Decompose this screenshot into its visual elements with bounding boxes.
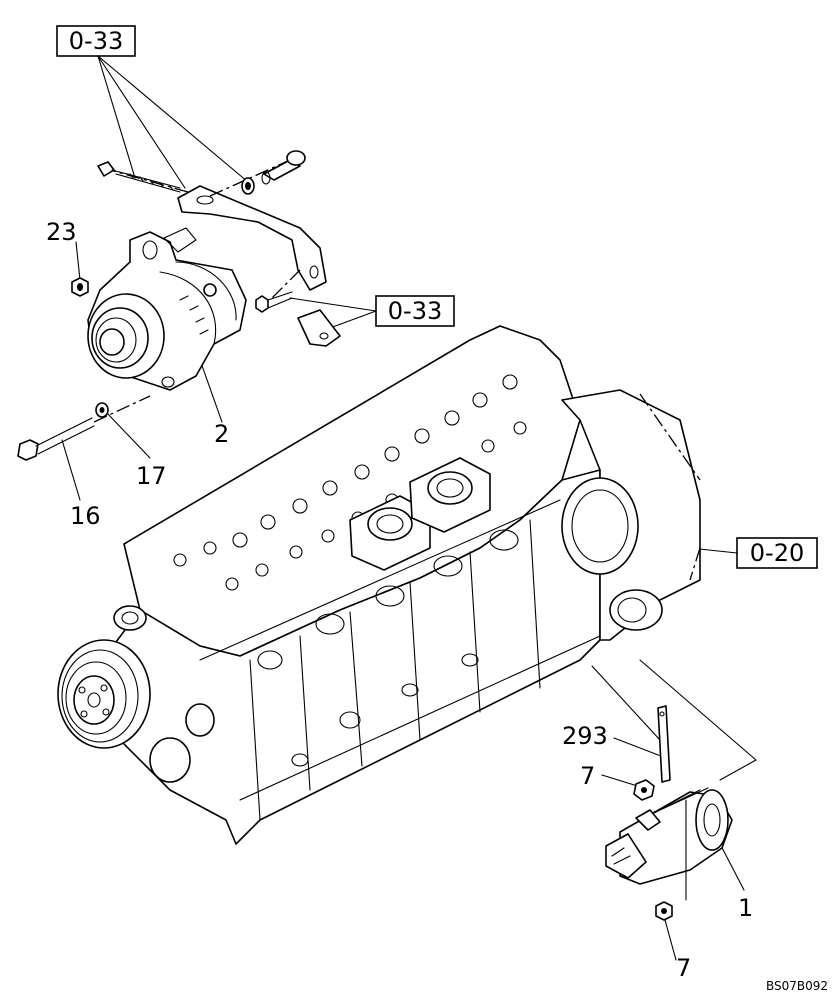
nut-7-upper	[633, 779, 655, 801]
label-part-2: 2	[214, 420, 229, 448]
nut-23	[71, 277, 89, 297]
washer-17	[95, 402, 109, 418]
cylinder-head-bolts	[173, 374, 527, 591]
label-part-1: 1	[738, 894, 753, 922]
water-pump	[113, 605, 215, 783]
adjust-plate	[297, 309, 341, 347]
crank-pulley	[57, 639, 151, 749]
short-bolt-top	[261, 150, 306, 185]
ref-box-alternator-top: 0-33	[56, 25, 136, 57]
nut-7-lower	[655, 901, 673, 921]
thermostat-housing	[349, 457, 491, 571]
bolt-bracket-side	[255, 291, 293, 313]
label-part-17: 17	[136, 462, 167, 490]
drawing-code: BS07B092	[766, 979, 828, 993]
starter-motor	[605, 787, 733, 901]
block-ribs	[199, 499, 601, 821]
ref-box-flywheel-housing: 0-20	[736, 537, 818, 569]
flywheel-housing	[561, 389, 701, 641]
washer-top	[241, 177, 255, 195]
ref-label-alternator-top: 0-33	[69, 27, 123, 55]
label-part-16: 16	[70, 502, 101, 530]
ref-label-alternator-bracket: 0-33	[388, 297, 442, 325]
label-part-7-lower: 7	[676, 954, 691, 982]
label-part-23: 23	[46, 218, 77, 246]
ref-box-alternator-bracket: 0-33	[375, 295, 455, 327]
label-part-7-upper: 7	[580, 762, 595, 790]
long-bolt-top	[97, 161, 181, 193]
engine-block	[57, 325, 701, 845]
bracket-293	[657, 705, 671, 783]
ref-label-flywheel-housing: 0-20	[750, 539, 804, 567]
starter-guide-lines	[591, 659, 757, 781]
bolt-16	[17, 395, 151, 461]
label-part-293: 293	[562, 722, 608, 750]
leader-lines	[61, 55, 745, 961]
alternator	[87, 227, 247, 391]
